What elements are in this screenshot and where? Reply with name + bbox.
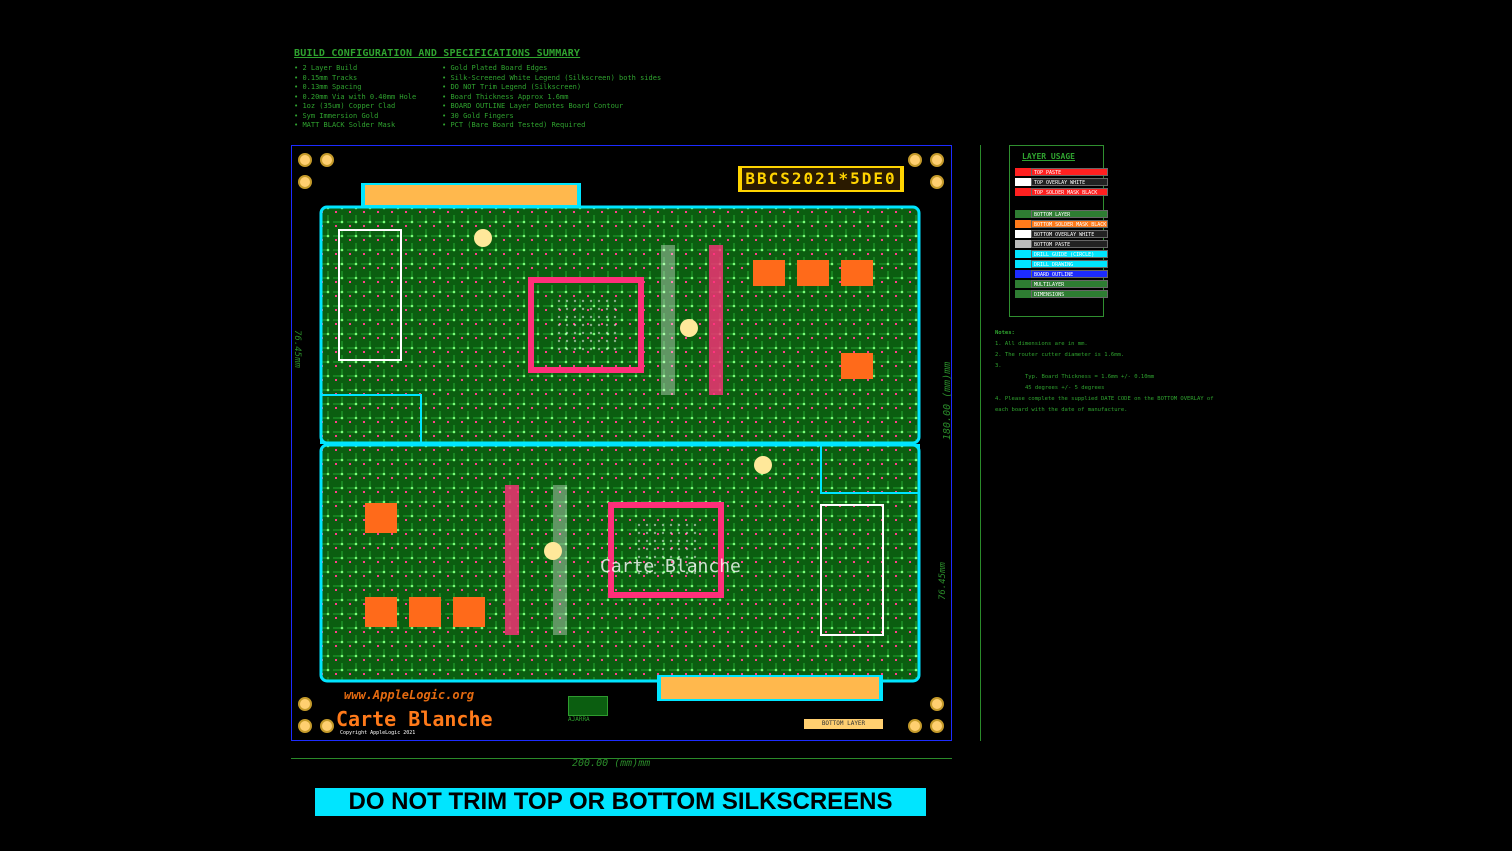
mounting-hole [320, 719, 334, 733]
layer-usage-row: MULTILAYER [1015, 280, 1108, 288]
spec-item: MATT BLACK Solder Mask [294, 121, 444, 131]
layer-label: DRILL DRAWING [1031, 260, 1108, 268]
layer-label: BOTTOM PASTE [1031, 240, 1108, 248]
layer-color-swatch [1015, 230, 1031, 238]
right-dimension: 76.45mm [938, 562, 948, 600]
spec-item: Gold Plated Board Edges [442, 64, 662, 74]
layer-color-swatch [1015, 250, 1031, 258]
spec-item: Sym Immersion Gold [294, 112, 444, 122]
height-dimension-line [980, 145, 981, 741]
mounting-hole [930, 697, 944, 711]
note-thickness: Typ. Board Thickness = 1.6mm +/- 0.10mm [1025, 374, 1155, 380]
spec-item: DO NOT Trim Legend (Silkscreen) [442, 83, 662, 93]
spec-item: 0.20mm Via with 0.40mm Hole [294, 93, 444, 103]
left-dimension: 76.45mm [292, 330, 302, 368]
credits: Copyright AppleLogic 2021 [340, 730, 416, 736]
layer-label: BOTTOM SOLDER MASK BLACK [1031, 220, 1108, 228]
layer-usage-row: BOTTOM PASTE [1015, 240, 1108, 248]
layer-label: DRILL GUIDE (CIRCLE) [1031, 250, 1108, 258]
mounting-hole [298, 153, 312, 167]
layer-label: DIMENSIONS [1031, 290, 1108, 298]
mounting-hole [298, 719, 312, 733]
layer-usage-row: TOP OVERLAY WHITE [1015, 178, 1108, 186]
height-dimension: 180.00 (mm)mm [942, 361, 953, 440]
do-not-trim-banner: DO NOT TRIM TOP OR BOTTOM SILKSCREENS [315, 788, 926, 816]
spec-item: BOARD OUTLINE Layer Denotes Board Contou… [442, 102, 662, 112]
layer-usage-list: TOP PASTE TOP OVERLAY WHITE TOP SOLDER MAS… [1015, 168, 1108, 300]
spec-item: 2 Layer Build [294, 64, 444, 74]
layer-usage-title: LAYER USAGE [1022, 152, 1075, 161]
note-item: 1. All dimensions are in mm. [995, 341, 1088, 347]
layer-color-swatch [1015, 178, 1031, 186]
ajarra-block [568, 696, 608, 716]
date-code-box: BBCS2021*5DE0 [738, 166, 904, 192]
layer-usage-row: BOTTOM OVERLAY WHITE [1015, 230, 1108, 238]
board-top-label: Carte Blanche [600, 556, 741, 577]
layer-color-swatch [1015, 240, 1031, 248]
spec-title: BUILD CONFIGURATION AND SPECIFICATIONS S… [294, 48, 581, 59]
note-item: 4. Please complete the supplied DATE COD… [995, 396, 1214, 413]
mounting-hole [298, 175, 312, 189]
note-item: 2. The router cutter diameter is 1.6mm. [995, 352, 1125, 358]
layer-label: BOARD OUTLINE [1031, 270, 1108, 278]
spec-item: 1oz (35um) Copper Clad [294, 102, 444, 112]
layer-color-swatch [1015, 280, 1031, 288]
brand-large: Carte Blanche [336, 707, 493, 731]
width-dimension-line [291, 758, 952, 759]
note-chamfer: 45 degrees +/- 5 degrees [1025, 385, 1105, 391]
layer-usage-row: DRILL GUIDE (CIRCLE) [1015, 250, 1108, 258]
layer-color-swatch [1015, 290, 1031, 298]
spec-item: PCT (Bare Board Tested) Required [442, 121, 662, 131]
layer-label: BOTTOM LAYER [1031, 210, 1108, 218]
mounting-hole [930, 153, 944, 167]
layer-usage-row: TOP SOLDER MASK BLACK [1015, 188, 1108, 196]
layer-label: TOP PASTE [1031, 168, 1108, 176]
layer-usage-row: TOP PASTE [1015, 168, 1108, 176]
spec-item: 0.15mm Tracks [294, 74, 444, 84]
layer-color-swatch [1015, 270, 1031, 278]
layer-usage-row: DIMENSIONS [1015, 290, 1108, 298]
mounting-hole [930, 719, 944, 733]
mounting-hole [930, 175, 944, 189]
layer-usage-row: BOTTOM LAYER [1015, 210, 1108, 218]
spec-item: 0.13mm Spacing [294, 83, 444, 93]
brand-small: www.AppleLogic.org [344, 688, 475, 702]
mounting-hole [908, 153, 922, 167]
layer-color-swatch [1015, 168, 1031, 176]
width-dimension: 200.00 (mm)mm [572, 758, 651, 769]
pcb-artwork [319, 183, 921, 701]
layer-label: MULTILAYER [1031, 280, 1108, 288]
mounting-hole [908, 719, 922, 733]
layer-color-swatch [1015, 210, 1031, 218]
layer-label: TOP OVERLAY WHITE [1031, 178, 1108, 186]
bottom-layer-label: BOTTOM LAYER [804, 719, 883, 729]
layer-color-swatch [1015, 260, 1031, 268]
layer-usage-row: DRILL DRAWING [1015, 260, 1108, 268]
spec-item: 30 Gold Fingers [442, 112, 662, 122]
notes-heading: Notes: [995, 330, 1015, 336]
board-outline [291, 145, 952, 741]
spec-item: Silk-Screened White Legend (Silkscreen) … [442, 74, 662, 84]
layer-label: TOP SOLDER MASK BLACK [1031, 188, 1108, 196]
note-item: 3. [995, 363, 1002, 369]
layer-color-swatch [1015, 188, 1031, 196]
layer-label: BOTTOM OVERLAY WHITE [1031, 230, 1108, 238]
mounting-hole [298, 697, 312, 711]
layer-usage-row: BOTTOM SOLDER MASK BLACK [1015, 220, 1108, 228]
spec-right-list: Gold Plated Board Edges Silk-Screened Wh… [442, 64, 662, 131]
ajarra-label: AJARRA [568, 716, 590, 723]
layer-usage-row: BOARD OUTLINE [1015, 270, 1108, 278]
layer-color-swatch [1015, 220, 1031, 228]
date-code: BBCS2021*5DE0 [742, 168, 900, 190]
spec-item: Board Thickness Approx 1.6mm [442, 93, 662, 103]
notes-panel: Notes: 1. All dimensions are in mm. 2. T… [995, 328, 1215, 416]
mounting-hole [320, 153, 334, 167]
spec-left-list: 2 Layer Build 0.15mm Tracks 0.13mm Spaci… [294, 64, 444, 131]
